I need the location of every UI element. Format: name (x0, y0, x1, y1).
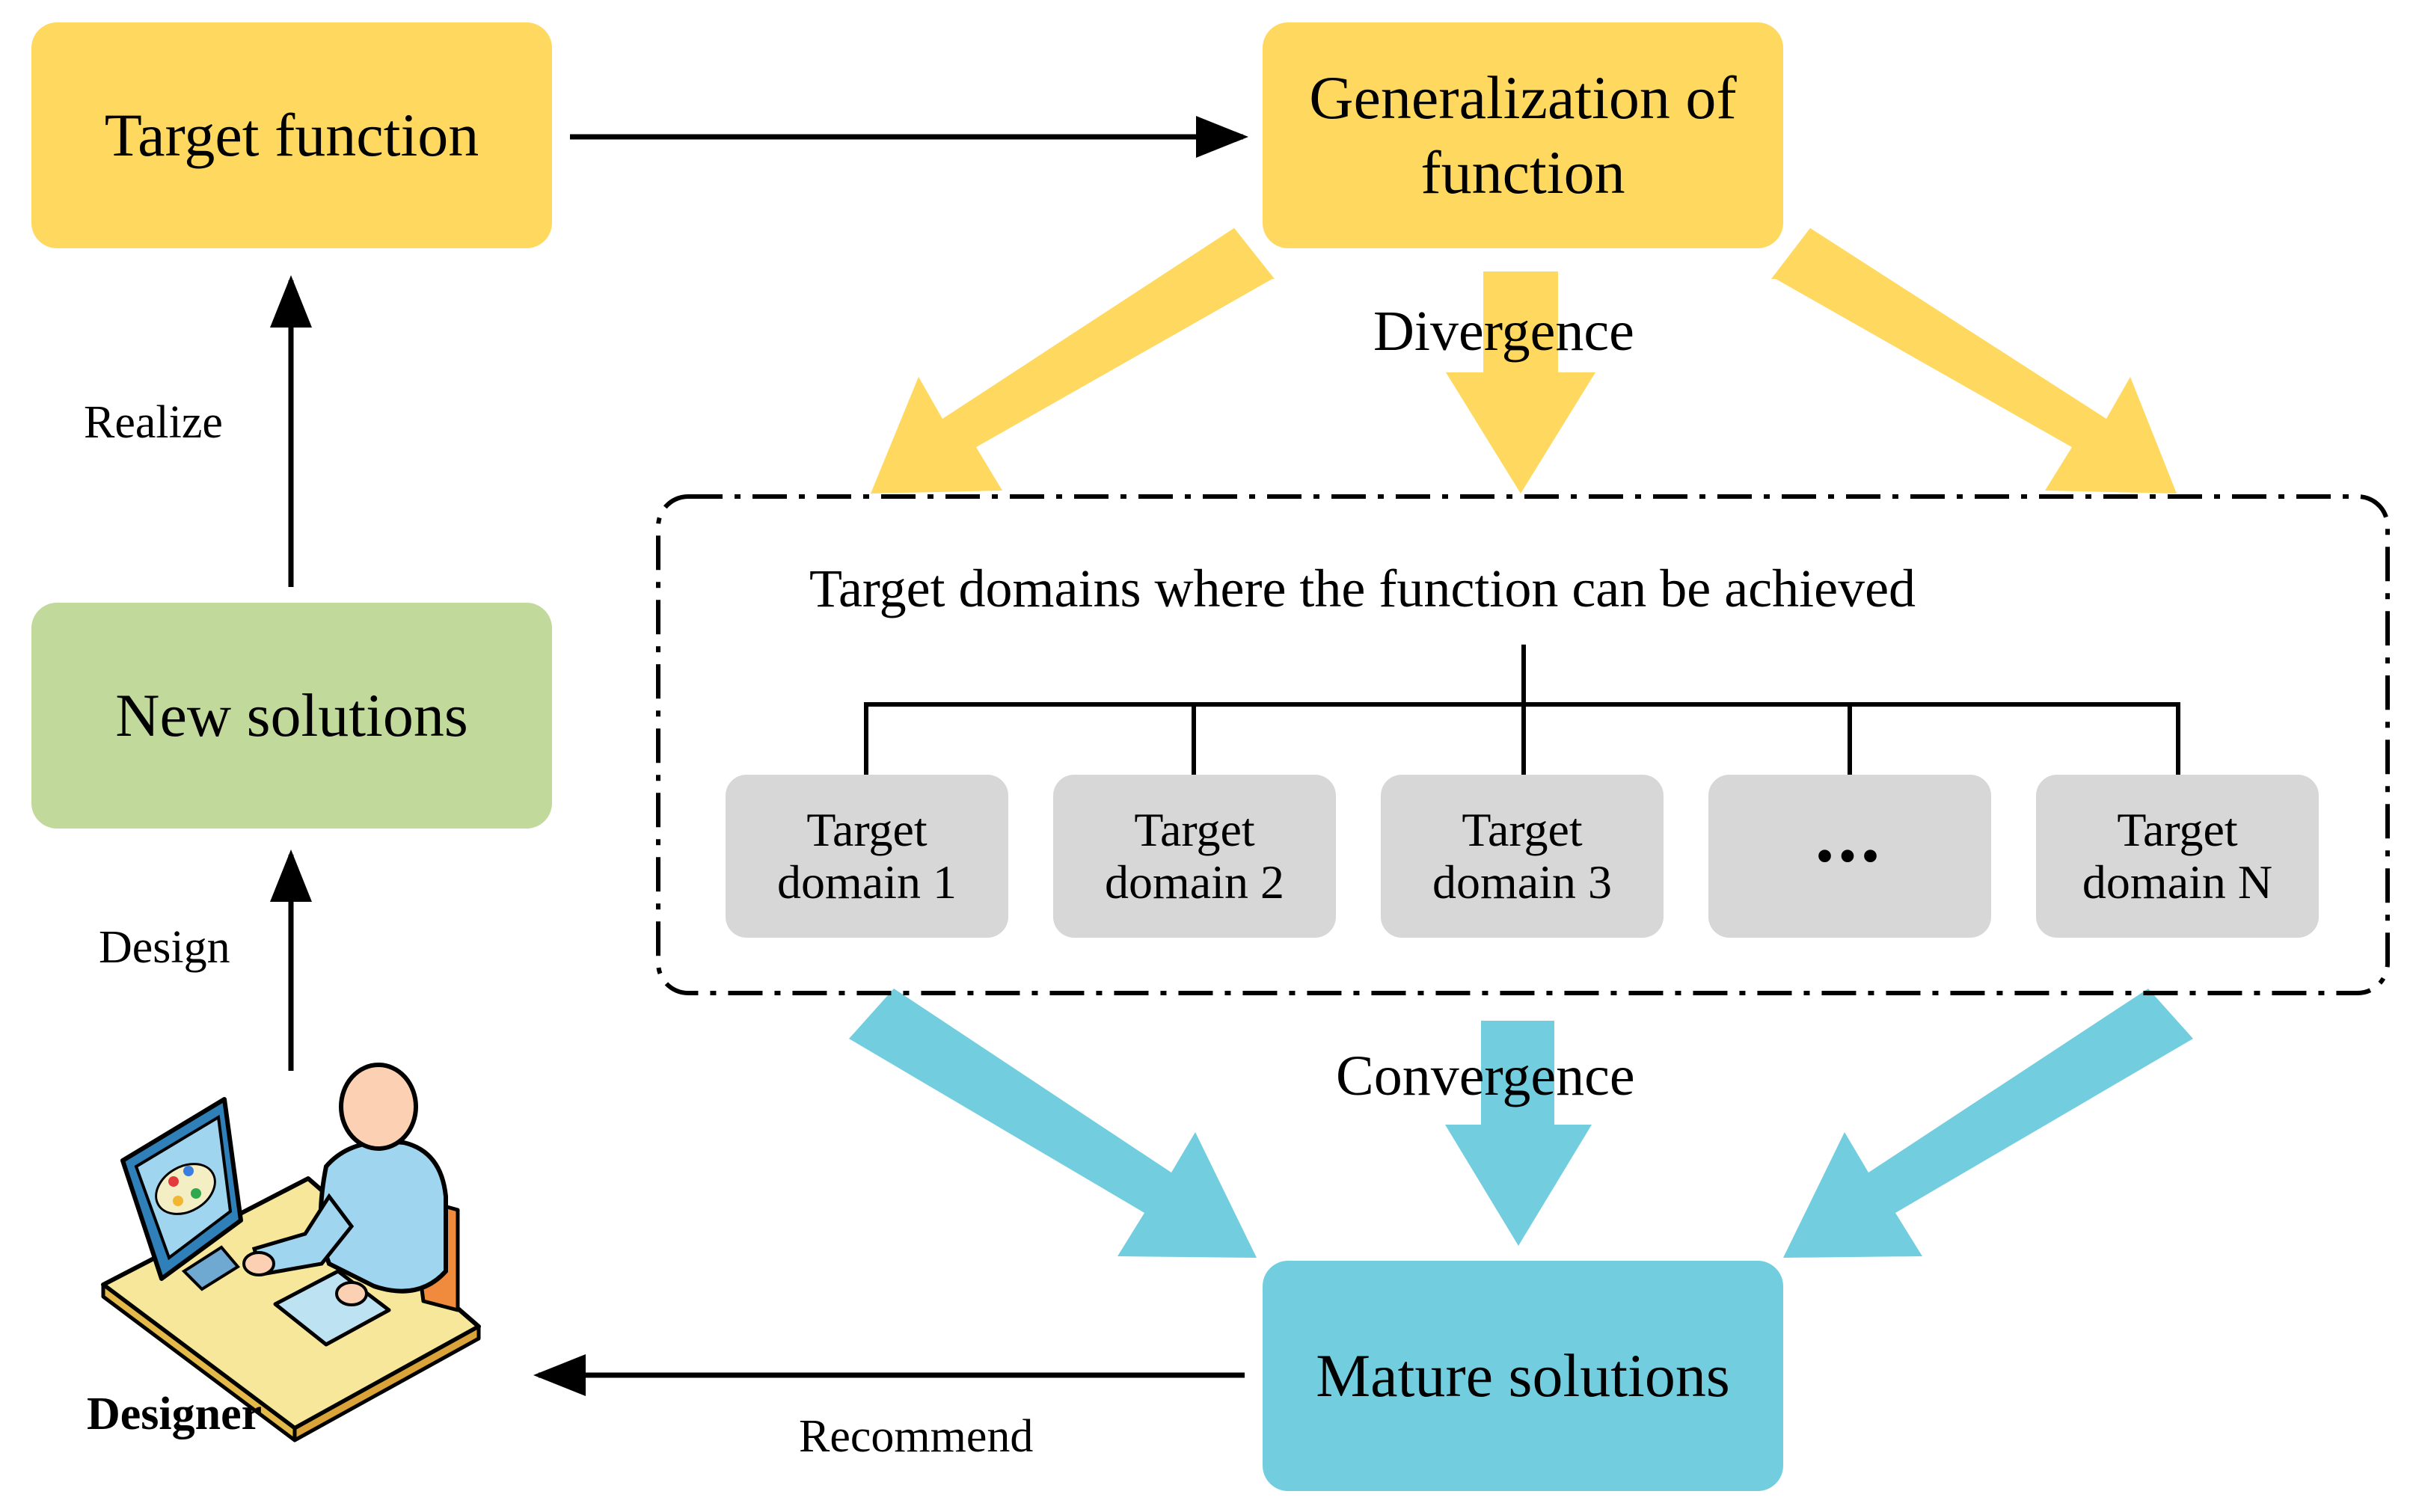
designer-at-computer-icon (101, 1063, 481, 1442)
divergence-arrow-center (1446, 271, 1595, 494)
ellipsis-label: ••• (1815, 827, 1884, 885)
convergence-label: Convergence (1336, 1045, 1635, 1107)
designer-label: Designer (87, 1389, 263, 1439)
realize-label: Realize (84, 397, 223, 448)
target-function-box: Target function (31, 22, 552, 248)
ellipsis-domain-box: ••• (1708, 775, 1991, 938)
target-domain-box: Target domain N (2036, 775, 2319, 938)
target-function-label: Target function (104, 100, 479, 169)
convergence-arrow-left (849, 989, 1257, 1258)
generalization-box: Generalization of function (1263, 22, 1783, 248)
target-domain-label: Target domain 2 (1105, 802, 1284, 909)
divergence-arrows (871, 228, 2177, 494)
generalization-label: Generalization of function (1309, 63, 1737, 206)
target-domain-box: Target domain 2 (1053, 775, 1336, 938)
convergence-arrow-right (1783, 989, 2193, 1258)
target-domains-title: Target domains where the function can be… (809, 559, 1916, 618)
target-domain-label: Target domain 3 (1432, 802, 1612, 909)
divergence-label: Divergence (1373, 300, 1634, 363)
target-domain-box: Target domain 3 (1381, 775, 1664, 938)
new-solutions-label: New solutions (115, 680, 468, 749)
divergence-arrow-right (1771, 228, 2177, 494)
design-label: Design (99, 922, 230, 973)
convergence-arrow-center (1445, 1021, 1592, 1246)
mature-solutions-label: Mature solutions (1316, 1341, 1730, 1410)
convergence-arrows (849, 989, 2193, 1258)
recommend-label: Recommend (799, 1411, 1034, 1462)
target-domains-group-border (656, 494, 2390, 995)
target-domain-label: Target domain N (2082, 802, 2273, 909)
target-domain-label: Target domain 1 (777, 802, 957, 909)
divergence-arrow-left (871, 228, 1275, 494)
target-domain-box: Target domain 1 (726, 775, 1008, 938)
new-solutions-box: New solutions (31, 603, 552, 829)
mature-solutions-box: Mature solutions (1263, 1261, 1783, 1491)
domain-tree-lines (864, 645, 2180, 775)
